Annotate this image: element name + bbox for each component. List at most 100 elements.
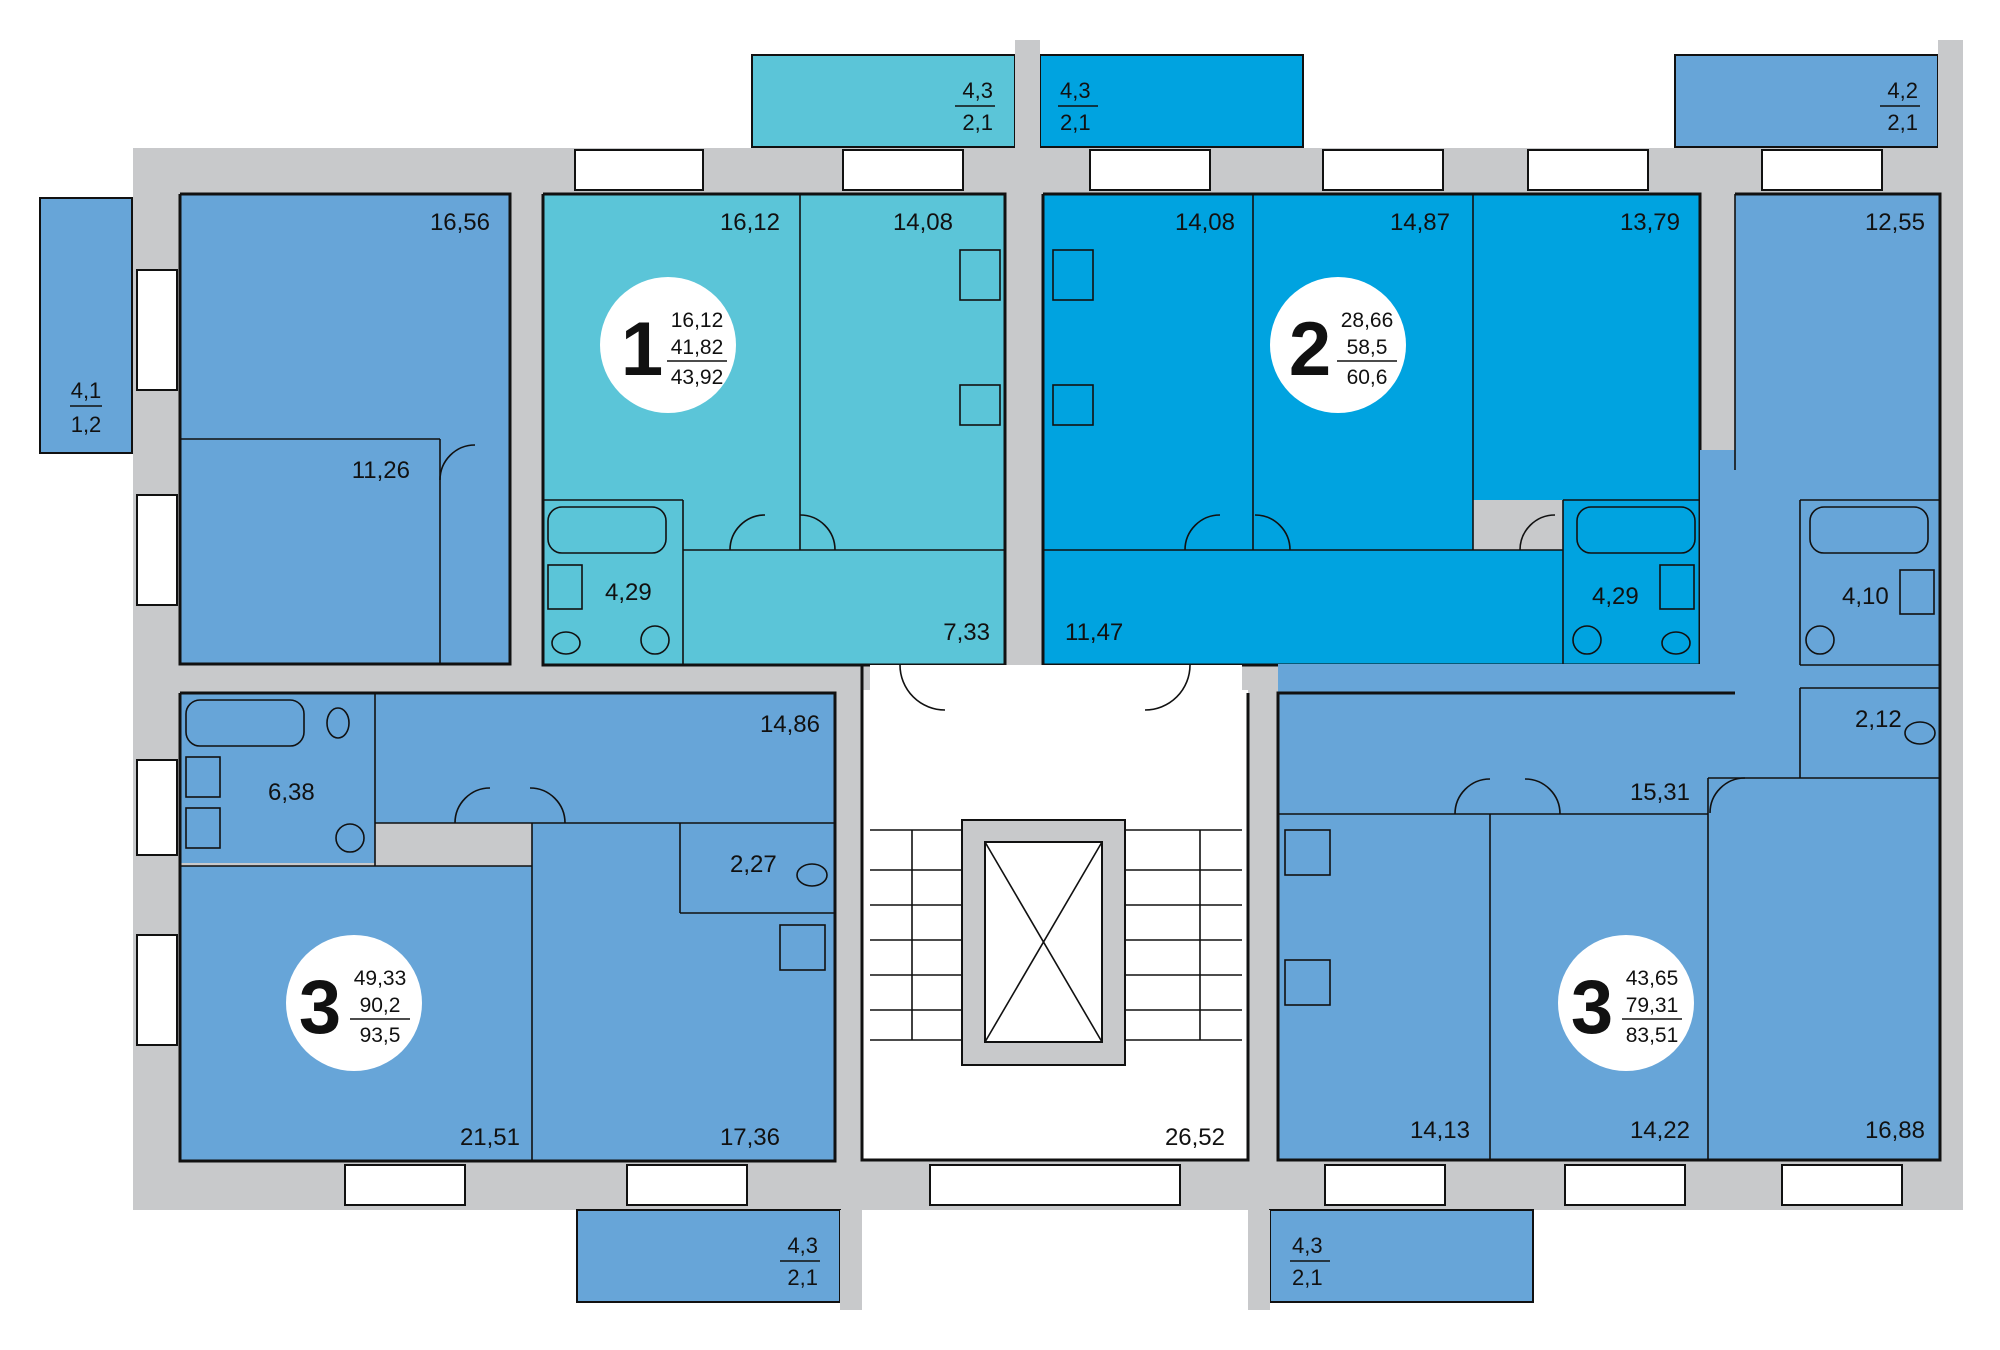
room-label-14-87: 14,87 — [1390, 209, 1450, 236]
room-16-56 — [180, 194, 510, 439]
badge-apt-3-right-living: 43,65 — [1626, 967, 1679, 990]
balcony-top-2 — [1039, 54, 1304, 148]
sink-icon — [185, 807, 221, 849]
sink-icon — [959, 384, 1001, 426]
room-7-33 — [683, 550, 1005, 665]
sink-icon — [1052, 384, 1094, 426]
room-4-29-b — [1563, 500, 1700, 665]
room-11-26 — [180, 439, 510, 664]
room-label-14-13: 14,13 — [1410, 1117, 1470, 1144]
badge-apt-3-left-living: 49,33 — [354, 967, 407, 990]
bathtub-icon — [1809, 506, 1929, 554]
badge-apt-1-with-balcony: 43,92 — [671, 366, 724, 389]
badge-apt-3-left-rooms: 3 — [299, 965, 341, 1050]
room-label-16-88: 16,88 — [1865, 1117, 1925, 1144]
stove-icon — [779, 924, 826, 971]
room-11-47 — [1043, 550, 1563, 665]
badge-apt-2-total: 58,5 — [1347, 336, 1388, 359]
badge-apt-3-right: 3 43,65 79,31 83,51 — [1558, 935, 1694, 1071]
room-14-08-b — [1043, 194, 1253, 550]
balcony-bottom-left — [576, 1209, 841, 1303]
bathtub-icon — [185, 699, 305, 747]
room-14-13 — [1278, 814, 1490, 1160]
badge-apt-3-right-with-balcony: 83,51 — [1626, 1024, 1679, 1047]
balcony-labels: 4,1 1,2 4,3 2,1 4,3 2,1 4,2 2,1 4,3 2,1 … — [70, 78, 1920, 1290]
sink-icon — [1899, 569, 1935, 615]
sink-icon — [185, 756, 221, 798]
stove-icon — [959, 249, 1001, 301]
room-4-10 — [1800, 500, 1940, 665]
badge-apt-3-left: 3 49,33 90,2 93,5 — [286, 935, 422, 1071]
fixtures — [185, 249, 1936, 1006]
stove-icon — [1052, 249, 1094, 301]
room-label-14-08-b: 14,08 — [1175, 209, 1235, 236]
balcony-top-2-coef: 2,1 — [1060, 110, 1091, 135]
balcony-bottom-right-area: 4,3 — [1292, 1233, 1323, 1258]
balcony-top-right — [1674, 54, 1939, 148]
badge-apt-3-left-total: 90,2 — [360, 994, 401, 1017]
room-label-16-56: 16,56 — [430, 209, 490, 236]
balconies — [39, 54, 1939, 1303]
apartment-3-right — [1276, 192, 1942, 1162]
room-6-38 — [180, 693, 375, 863]
room-4-29-a — [543, 500, 683, 665]
room-label-15-31: 15,31 — [1630, 779, 1690, 806]
toilet-icon — [551, 631, 581, 655]
apartment-3-left — [178, 192, 837, 1163]
room-label-7-33: 7,33 — [943, 619, 990, 646]
balcony-bottom-left-coef: 2,1 — [787, 1265, 818, 1290]
doors — [439, 444, 1746, 824]
sink-icon — [547, 564, 583, 610]
room-label-11-47: 11,47 — [1065, 619, 1123, 646]
windows — [136, 149, 1903, 1206]
balcony-left-coef: 1,2 — [71, 412, 102, 437]
balcony-bottom-right — [1269, 1209, 1534, 1303]
room-13-79 — [1473, 194, 1700, 500]
badge-apt-1-total: 41,82 — [671, 336, 724, 359]
room-labels: 16,56 11,26 16,12 14,08 4,29 7,33 14,08 … — [268, 209, 1925, 1151]
balcony-top-2-area: 4,3 — [1060, 78, 1091, 103]
badge-apt-2-living: 28,66 — [1341, 309, 1394, 332]
drain-icon — [640, 625, 670, 655]
room-label-16-12: 16,12 — [720, 209, 780, 236]
room-label-13-79: 13,79 — [1620, 209, 1680, 236]
apartment-1 — [541, 192, 1007, 667]
stove-icon — [1284, 829, 1331, 876]
badge-apt-3-right-total: 79,31 — [1626, 994, 1679, 1017]
badge-apt-3-right-rooms: 3 — [1571, 965, 1613, 1050]
badge-apt-3-left-with-balcony: 93,5 — [360, 1024, 401, 1047]
drain-icon — [1805, 625, 1835, 655]
stove-icon — [1284, 959, 1331, 1006]
room-label-14-86: 14,86 — [760, 711, 820, 738]
toilet-icon — [796, 863, 828, 887]
balcony-bottom-right-coef: 2,1 — [1292, 1265, 1323, 1290]
room-label-21-51: 21,51 — [460, 1124, 520, 1151]
room-2-27 — [680, 823, 835, 913]
bathtub-icon — [547, 506, 667, 554]
room-label-12-55: 12,55 — [1865, 209, 1925, 236]
balcony-top-1 — [751, 54, 1016, 148]
badge-apt-2: 2 28,66 58,5 60,6 — [1270, 277, 1406, 413]
room-label-6-38: 6,38 — [268, 779, 315, 806]
balcony-left — [39, 197, 133, 454]
room-label-2-12: 2,12 — [1855, 706, 1902, 733]
room-label-11-26: 11,26 — [352, 457, 410, 484]
stair-right — [1123, 829, 1242, 1041]
room-label-2-27: 2,27 — [730, 851, 777, 878]
balcony-bottom-left-area: 4,3 — [787, 1233, 818, 1258]
badge-apt-1-living: 16,12 — [671, 309, 724, 332]
badge-apt-1: 1 16,12 41,82 43,92 — [600, 277, 736, 413]
stairwell — [860, 665, 1250, 1162]
room-label-4-29-b: 4,29 — [1592, 583, 1639, 610]
room-label-14-08-a: 14,08 — [893, 209, 953, 236]
room-14-08-a — [800, 194, 1005, 550]
room-16-88 — [1708, 778, 1940, 1160]
toilet-icon — [326, 707, 350, 739]
sink-icon — [1659, 564, 1695, 610]
balcony-top-right-coef: 2,1 — [1887, 110, 1918, 135]
room-label-26-52: 26,52 — [1165, 1124, 1225, 1151]
room-label-4-10: 4,10 — [1842, 583, 1889, 610]
room-label-14-22: 14,22 — [1630, 1117, 1690, 1144]
room-label-4-29-a: 4,29 — [605, 579, 652, 606]
